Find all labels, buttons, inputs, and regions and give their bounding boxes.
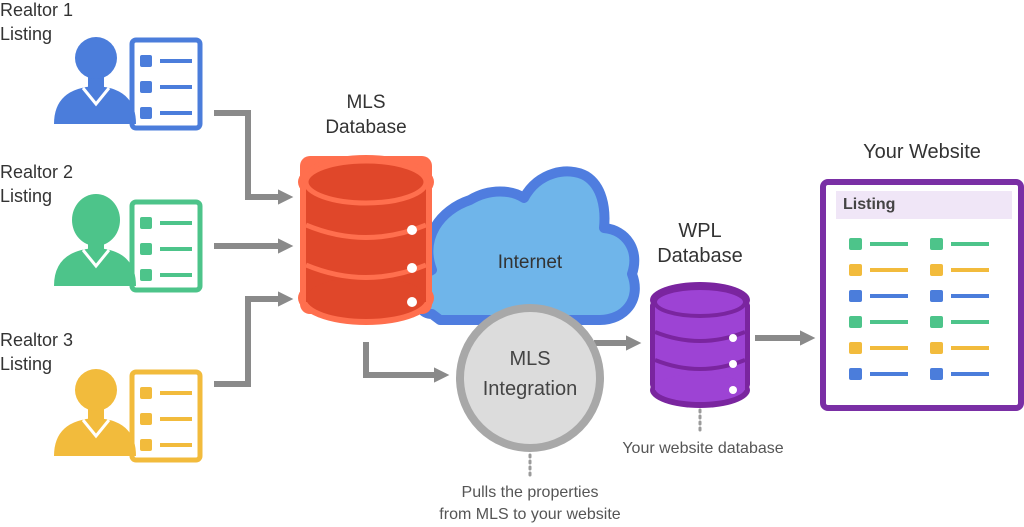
arrow-mls-to-integration [363,342,450,383]
website-frame [820,179,1024,411]
website-listing-row [930,290,989,302]
website-listing-row [930,238,989,250]
arrow-realtor3-to-mls [214,291,294,387]
website-listing-row [849,238,908,250]
mls-database-icon [298,155,434,325]
website-title: Your Website [863,141,981,163]
website-listing-header: Listing [843,196,896,213]
arrow-realtor1-to-mls [214,110,294,205]
website-listing-row [849,264,908,276]
website-listing-row [849,290,908,302]
wpl-note: Your website database [622,440,784,457]
realtor-1-icon [54,37,203,131]
website-listing-row [930,264,989,276]
realtor-3-icon [54,369,203,463]
website-listing-row [930,342,989,354]
internet-label: Internet [497,252,563,273]
mls-integration-circle [456,304,604,452]
wpl-database-icon [650,282,750,408]
website-listing-row [849,316,908,328]
realtor-2-icon [54,194,203,293]
website-listing-row [849,342,908,354]
internet-cloud [412,166,640,325]
website-listing-row [849,368,908,380]
website-listing-row [930,368,989,380]
website-listing-row [930,316,989,328]
